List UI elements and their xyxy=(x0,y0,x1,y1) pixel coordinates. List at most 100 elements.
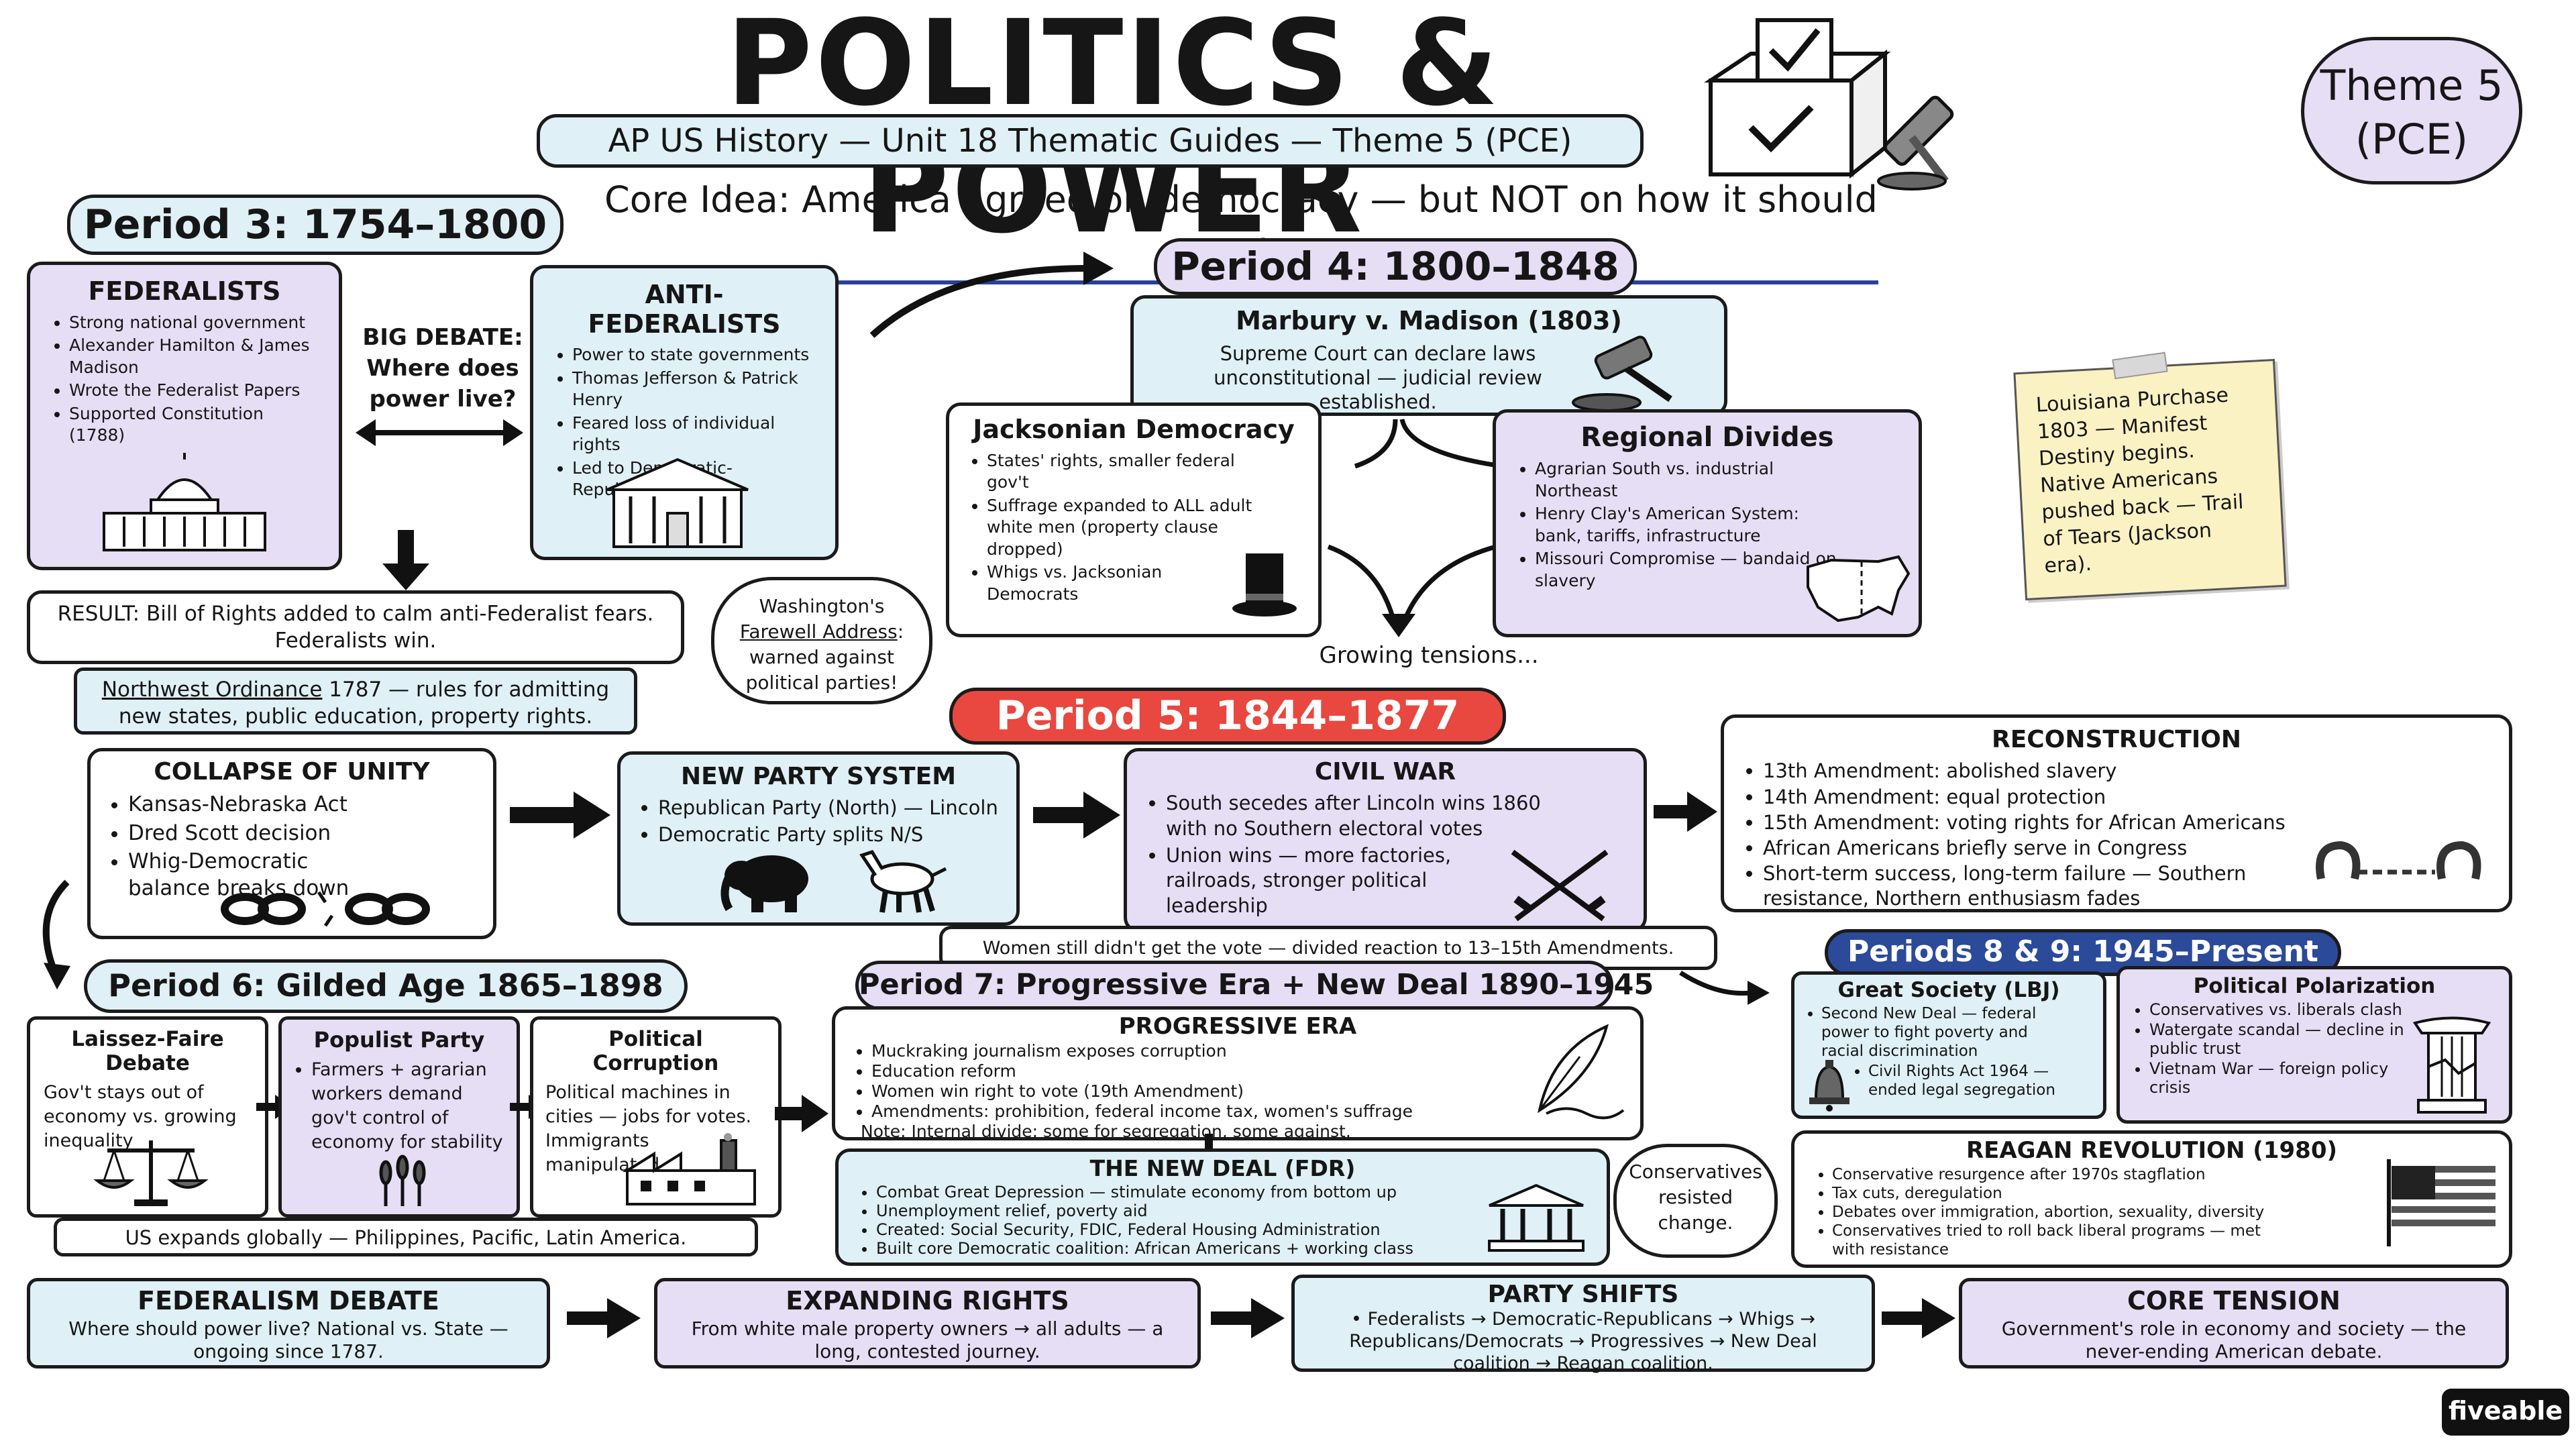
civil-war-box: CIVIL WAR South secedes after Lincoln wi… xyxy=(1124,748,1647,932)
corruption-box: Political Corruption Political machines … xyxy=(530,1016,782,1218)
list-item: Amendments: prohibition, federal income … xyxy=(871,1102,1625,1122)
progressive-note: Note: Internal divide: some for segregat… xyxy=(861,1122,1351,1142)
list-item: Henry Clay's American System: bank, tari… xyxy=(1535,503,1837,547)
list-item: Democratic Party splits N/S xyxy=(658,822,1000,848)
washington-bubble: Washington's Farewell Address: warned ag… xyxy=(711,577,932,704)
party-summary-text: • Federalists → Democratic-Republicans →… xyxy=(1349,1309,1817,1375)
list-item: Alexander Hamilton & James Madison xyxy=(69,335,321,378)
collapse-box: COLLAPSE OF UNITY Kansas-Nebraska Act Dr… xyxy=(87,748,496,939)
collapse-title: COLLAPSE OF UNITY xyxy=(154,758,430,786)
louisiana-text: Louisiana Purchase 1803 — Manifest Desti… xyxy=(2035,383,2245,578)
list-item: 15th Amendment: voting rights for Africa… xyxy=(1763,810,2491,835)
rights-summary-box: EXPANDING RIGHTS From white male propert… xyxy=(654,1278,1201,1368)
curved-arrow-icon xyxy=(1679,971,1770,1005)
progressive-title: PROGRESSIVE ERA xyxy=(1118,1013,1357,1040)
list-item: Supported Constitution (1788) xyxy=(69,403,321,447)
list-item: Suffrage expanded to ALL adult white men… xyxy=(987,495,1255,561)
new-deal-box: THE NEW DEAL (FDR) Combat Great Depressi… xyxy=(835,1148,1610,1266)
list-item: Farmers + agrarian workers demand gov't … xyxy=(311,1058,504,1155)
list-item: 14th Amendment: equal protection xyxy=(1763,785,2491,809)
marbury-text: Supreme Court can declare laws unconstit… xyxy=(1214,341,1542,413)
reagan-list: Conservative resurgence after 1970s stag… xyxy=(1811,1165,2493,1259)
new-deal-title: THE NEW DEAL (FDR) xyxy=(1089,1155,1356,1181)
populist-list: Farmers + agrarian workers demand gov't … xyxy=(294,1058,504,1155)
fiveable-logo-text: fiveable xyxy=(2448,1396,2563,1426)
northwest-link[interactable]: Northwest Ordinance xyxy=(101,678,323,702)
list-item: Tax cuts, deregulation xyxy=(1832,1184,2493,1203)
federalists-list: Strong national government Alexander Ham… xyxy=(48,312,321,447)
regional-title: Regional Divides xyxy=(1580,422,1834,453)
broken-chain-icon xyxy=(221,891,430,927)
broken-shackles-icon xyxy=(2316,841,2481,880)
anti-federalists-box: ANTI-FEDERALISTS Power to state governme… xyxy=(530,265,839,560)
federalism-summary-text: Where should power live? National vs. St… xyxy=(68,1317,508,1362)
list-item: Conservatives vs. liberals clash xyxy=(2149,1000,2496,1019)
theme-badge: Theme 5 (PCE) xyxy=(2301,37,2522,184)
list-item: Power to state governments xyxy=(572,344,818,366)
list-item: Thomas Jefferson & Patrick Henry xyxy=(572,368,818,411)
federalism-summary-title: FEDERALISM DEBATE xyxy=(138,1286,439,1316)
anti-federalists-list: Power to state governments Thomas Jeffer… xyxy=(551,344,818,501)
federalists-title: FEDERALISTS xyxy=(88,276,281,306)
expands-text: US expands globally — Philippines, Pacif… xyxy=(125,1226,687,1249)
rights-summary-text: From white male property owners → all ad… xyxy=(691,1317,1164,1362)
list-item: 13th Amendment: abolished slavery xyxy=(1763,759,2491,783)
farewell-address-link[interactable]: Farewell Address xyxy=(739,621,898,643)
list-item: African Americans briefly serve in Congr… xyxy=(1763,836,2491,860)
expands-box: US expands globally — Philippines, Pacif… xyxy=(54,1218,758,1256)
civil-war-title: CIVIL WAR xyxy=(1314,758,1456,786)
populist-box: Populist Party Farmers + agrarian worker… xyxy=(278,1016,520,1218)
jacksonian-box: Jacksonian Democracy States' rights, sma… xyxy=(946,402,1322,637)
big-debate: BIG DEBATE: Where does power live? xyxy=(362,324,523,413)
laissez-box: Laissez-Faire Debate Gov't stays out of … xyxy=(27,1016,268,1218)
result-text: RESULT: Bill of Rights added to calm ant… xyxy=(57,602,654,653)
list-item: Conservative resurgence after 1970s stag… xyxy=(1832,1165,2493,1184)
anti-federalists-title: ANTI-FEDERALISTS xyxy=(588,280,781,339)
period3-banner: Period 3: 1754–1800 xyxy=(67,195,564,255)
subtitle-banner: AP US History — Unit 18 Thematic Guides … xyxy=(537,114,1644,168)
conservatives-bubble: Conservatives resisted change. xyxy=(1613,1144,1778,1258)
theme-badge-line2: (PCE) xyxy=(2355,115,2469,164)
american-flag-icon xyxy=(2387,1159,2496,1246)
list-item: Wrote the Federalist Papers xyxy=(69,380,321,402)
polarization-title: Political Polarization xyxy=(2193,974,2436,998)
progressive-box: PROGRESSIVE ERA Muckraking journalism ex… xyxy=(832,1006,1644,1142)
northwest-text: Northwest Ordinance 1787 — rules for adm… xyxy=(92,676,619,730)
reconstruction-list: 13th Amendment: abolished slavery 14th A… xyxy=(1741,759,2491,910)
wheat-icon xyxy=(379,1155,426,1206)
capitol-icon xyxy=(103,453,266,551)
period5-banner: Period 5: 1844–1877 xyxy=(949,688,1506,745)
great-society-title: Great Society (LBJ) xyxy=(1837,978,2060,1002)
civil-war-list: South secedes after Lincoln wins 1860 wi… xyxy=(1144,791,1626,918)
reagan-box: REAGAN REVOLUTION (1980) Conservative re… xyxy=(1791,1130,2512,1268)
arrow-right-icon xyxy=(510,792,610,839)
curved-arrow-icon xyxy=(869,252,1114,338)
rights-summary-title: EXPANDING RIGHTS xyxy=(786,1286,1069,1316)
gavel-icon xyxy=(1572,335,1672,412)
great-society-list: Second New Deal — federal power to fight… xyxy=(1805,1004,2092,1099)
new-party-list: Republican Party (North) — Lincoln Democ… xyxy=(637,796,1000,847)
corruption-text: Political machines in cities — jobs for … xyxy=(545,1082,752,1176)
party-summary-title: PARTY SHIFTS xyxy=(1487,1281,1679,1308)
fiveable-logo: fiveable xyxy=(2442,1389,2569,1436)
arrow-right-icon xyxy=(1033,792,1120,839)
louisiana-note: Louisiana Purchase 1803 — Manifest Desti… xyxy=(2013,359,2287,600)
list-item: Short-term success, long-term failure — … xyxy=(1763,861,2320,910)
list-item: Vietnam War — foreign policy crisis xyxy=(2149,1059,2404,1097)
curved-arrow-icon xyxy=(42,879,70,989)
party-summary-box: PARTY SHIFTS • Federalists → Democratic-… xyxy=(1291,1275,1875,1375)
marbury-box: Marbury v. Madison (1803) Supreme Court … xyxy=(1130,295,1727,416)
list-item: Conservatives tried to roll back liberal… xyxy=(1832,1222,2275,1259)
marbury-title: Marbury v. Madison (1803) xyxy=(1236,306,1622,335)
arrow-right-icon xyxy=(775,1095,828,1132)
polarization-box: Political Polarization Conservatives vs.… xyxy=(2116,966,2512,1124)
liberty-bell-icon xyxy=(1809,1060,1849,1112)
subtitle-text: AP US History — Unit 18 Thematic Guides … xyxy=(608,122,1572,160)
reconstruction-box: RECONSTRUCTION 13th Amendment: abolished… xyxy=(1721,714,2512,912)
elephant-icon xyxy=(720,855,808,912)
factory-icon xyxy=(623,1133,756,1205)
jacksonian-list: States' rights, smaller federal gov't Su… xyxy=(965,450,1255,606)
crossed-swords-icon xyxy=(1511,849,1609,922)
populist-title: Populist Party xyxy=(313,1027,485,1053)
list-item: Civil Rights Act 1964 — ended legal segr… xyxy=(1868,1062,2063,1099)
